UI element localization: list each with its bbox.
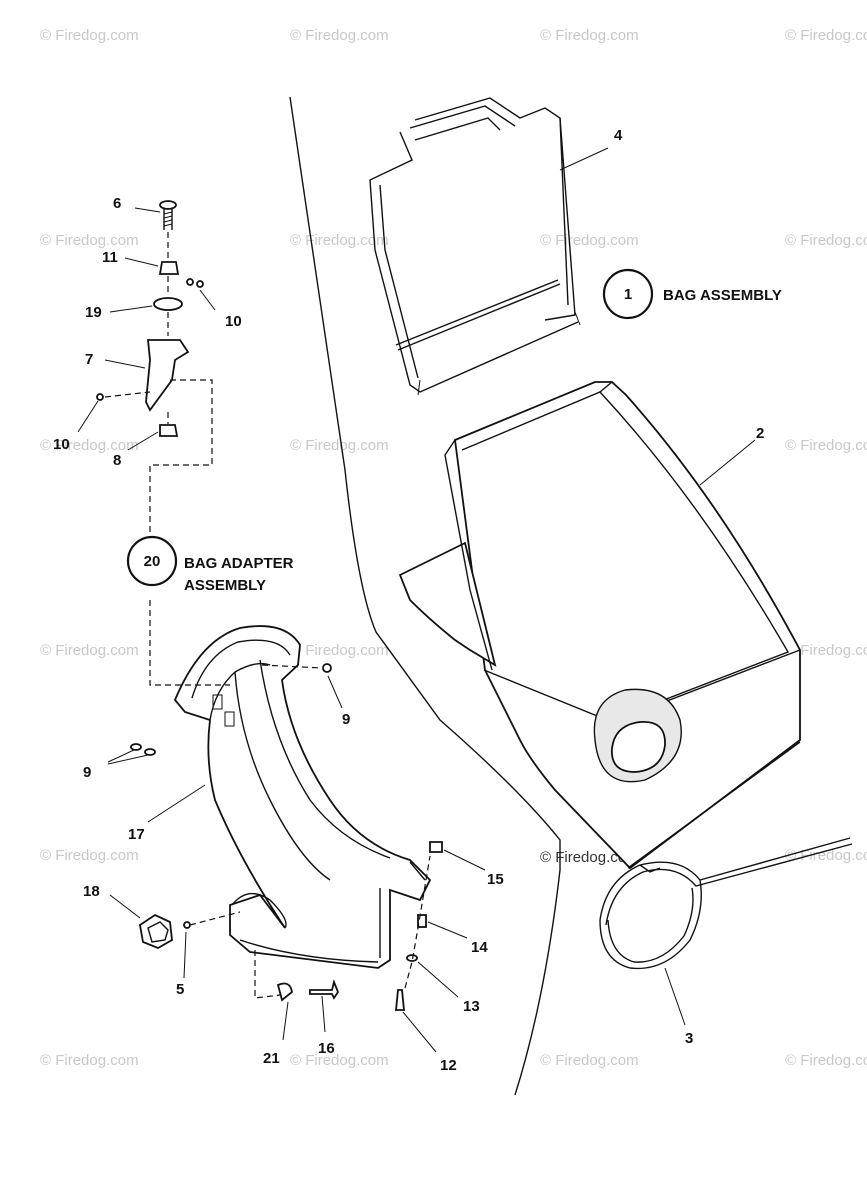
bracket-part-7	[145, 339, 190, 412]
washer-part-13	[406, 954, 418, 962]
washer-part-19	[153, 297, 183, 311]
callout-circle	[602, 268, 654, 320]
watermark: © Firedog.com	[290, 1052, 389, 1069]
chute-part-17	[173, 625, 432, 969]
screws-part-10	[186, 278, 204, 288]
chute-decal	[224, 711, 235, 727]
watermark: © Firedog.com	[40, 232, 139, 249]
watermark: © Firedog.com	[785, 847, 867, 864]
washer-part-9	[144, 748, 156, 756]
watermark: © Firedog.com	[40, 1052, 139, 1069]
part-label-10: 10	[225, 313, 242, 330]
callout-number: 20	[144, 553, 161, 570]
watermark: © Firedog.com	[785, 1052, 867, 1069]
knob-part-18	[139, 913, 173, 949]
part-label-3: 3	[685, 1030, 693, 1047]
part-label-13: 13	[463, 998, 480, 1015]
watermark: © Firedog.com	[40, 847, 139, 864]
spacer-part-14	[417, 914, 427, 928]
watermark: © Firedog.com	[785, 232, 867, 249]
callout-label: BAG ASSEMBLY	[663, 287, 782, 304]
part-label-18: 18	[83, 883, 100, 900]
watermark: © Firedog.com	[290, 437, 389, 454]
part-label-4: 4	[614, 127, 623, 144]
bag-frame-part-4	[369, 97, 581, 396]
callout-bag-assembly: 1 BAG ASSEMBLY	[602, 268, 782, 320]
watermark: © Firedog.com	[290, 642, 389, 659]
bolt-part-12	[395, 989, 405, 1011]
watermark: © Firedog.com	[540, 1052, 639, 1069]
watermark: © Firedog.com	[290, 232, 389, 249]
bushing-part-11	[158, 261, 180, 275]
part-label-11: 11	[102, 249, 118, 266]
deck-edge-line	[289, 96, 561, 1096]
watermark: © Firedog.com	[540, 232, 639, 249]
part-number-labels: 4 2 3 6 11 19 10 7 10 8 9 9 17 18 5 15 1…	[53, 127, 764, 1074]
watermark: © Firedog.com	[290, 27, 389, 44]
watermark: © Firedog.com	[785, 642, 867, 659]
part-label-16: 16	[318, 1040, 335, 1057]
part-label-9: 9	[83, 764, 91, 781]
assembly-dashed-lines	[104, 232, 431, 999]
washer-part-9	[322, 663, 332, 673]
watermark: © Firedog.com	[40, 642, 139, 659]
chute-decal	[212, 694, 223, 710]
watermark: © Firedog.com	[785, 27, 867, 44]
part-label-21: 21	[263, 1050, 280, 1067]
grass-bag-part-2	[398, 381, 801, 870]
part-label-12: 12	[440, 1057, 457, 1074]
watermark: © Firedog.com	[540, 27, 639, 44]
part-label-5: 5	[176, 981, 184, 998]
screw-part-10	[96, 393, 104, 401]
pin-part-5	[183, 921, 191, 929]
callout-bag-adapter-assembly: 20 BAG ADAPTER ASSEMBLY	[126, 535, 294, 594]
callout-circle	[126, 535, 178, 587]
bag-hoop-part-3	[599, 837, 853, 970]
part-label-15: 15	[487, 871, 504, 888]
watermark: © Firedog.com	[40, 437, 139, 454]
clip-part-21	[276, 982, 293, 1002]
bolt-part-6	[159, 200, 177, 230]
pin-part-16	[309, 979, 340, 1000]
part-label-17: 17	[128, 826, 145, 843]
watermark: © Firedog.com	[40, 27, 139, 44]
part-label-10: 10	[53, 436, 70, 453]
washer-part-9	[130, 743, 142, 751]
leader-lines	[77, 147, 756, 1053]
part-label-19: 19	[85, 304, 102, 321]
part-label-2: 2	[756, 425, 764, 442]
callout-label-line2: ASSEMBLY	[184, 577, 266, 594]
part-label-6: 6	[113, 195, 121, 212]
watermark-dark: © Firedog.com	[540, 849, 639, 866]
nut-part-15	[429, 841, 443, 853]
part-label-14: 14	[471, 939, 488, 956]
part-label-8: 8	[113, 452, 121, 469]
nut-part-8	[159, 424, 179, 437]
callout-number: 1	[624, 286, 632, 303]
part-label-7: 7	[85, 351, 93, 368]
part-label-9: 9	[342, 711, 350, 728]
watermark: © Firedog.com	[785, 437, 867, 454]
callout-label-line1: BAG ADAPTER	[184, 555, 294, 572]
